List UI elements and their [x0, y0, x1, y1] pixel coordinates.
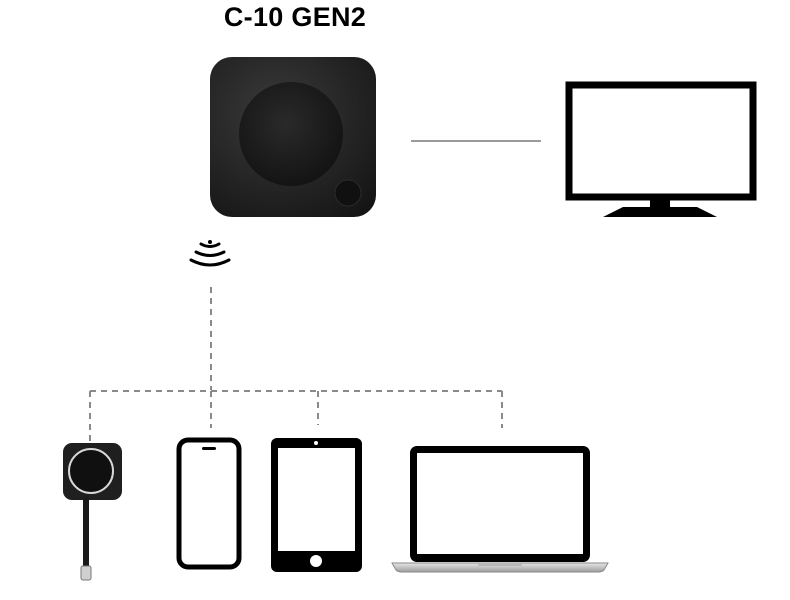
smartphone-icon	[176, 437, 242, 570]
button-dongle-icon	[63, 443, 122, 581]
tablet-icon	[271, 438, 362, 572]
base-unit-disc	[239, 82, 343, 186]
wireless-signal-icon	[189, 240, 231, 267]
base-unit-device	[210, 57, 376, 217]
diagram-title: C-10 GEN2	[223, 2, 367, 32]
base-unit-button	[334, 179, 362, 207]
monitor-icon	[565, 81, 757, 217]
laptop-icon	[391, 446, 609, 573]
dashed-connectors	[89, 287, 503, 442]
